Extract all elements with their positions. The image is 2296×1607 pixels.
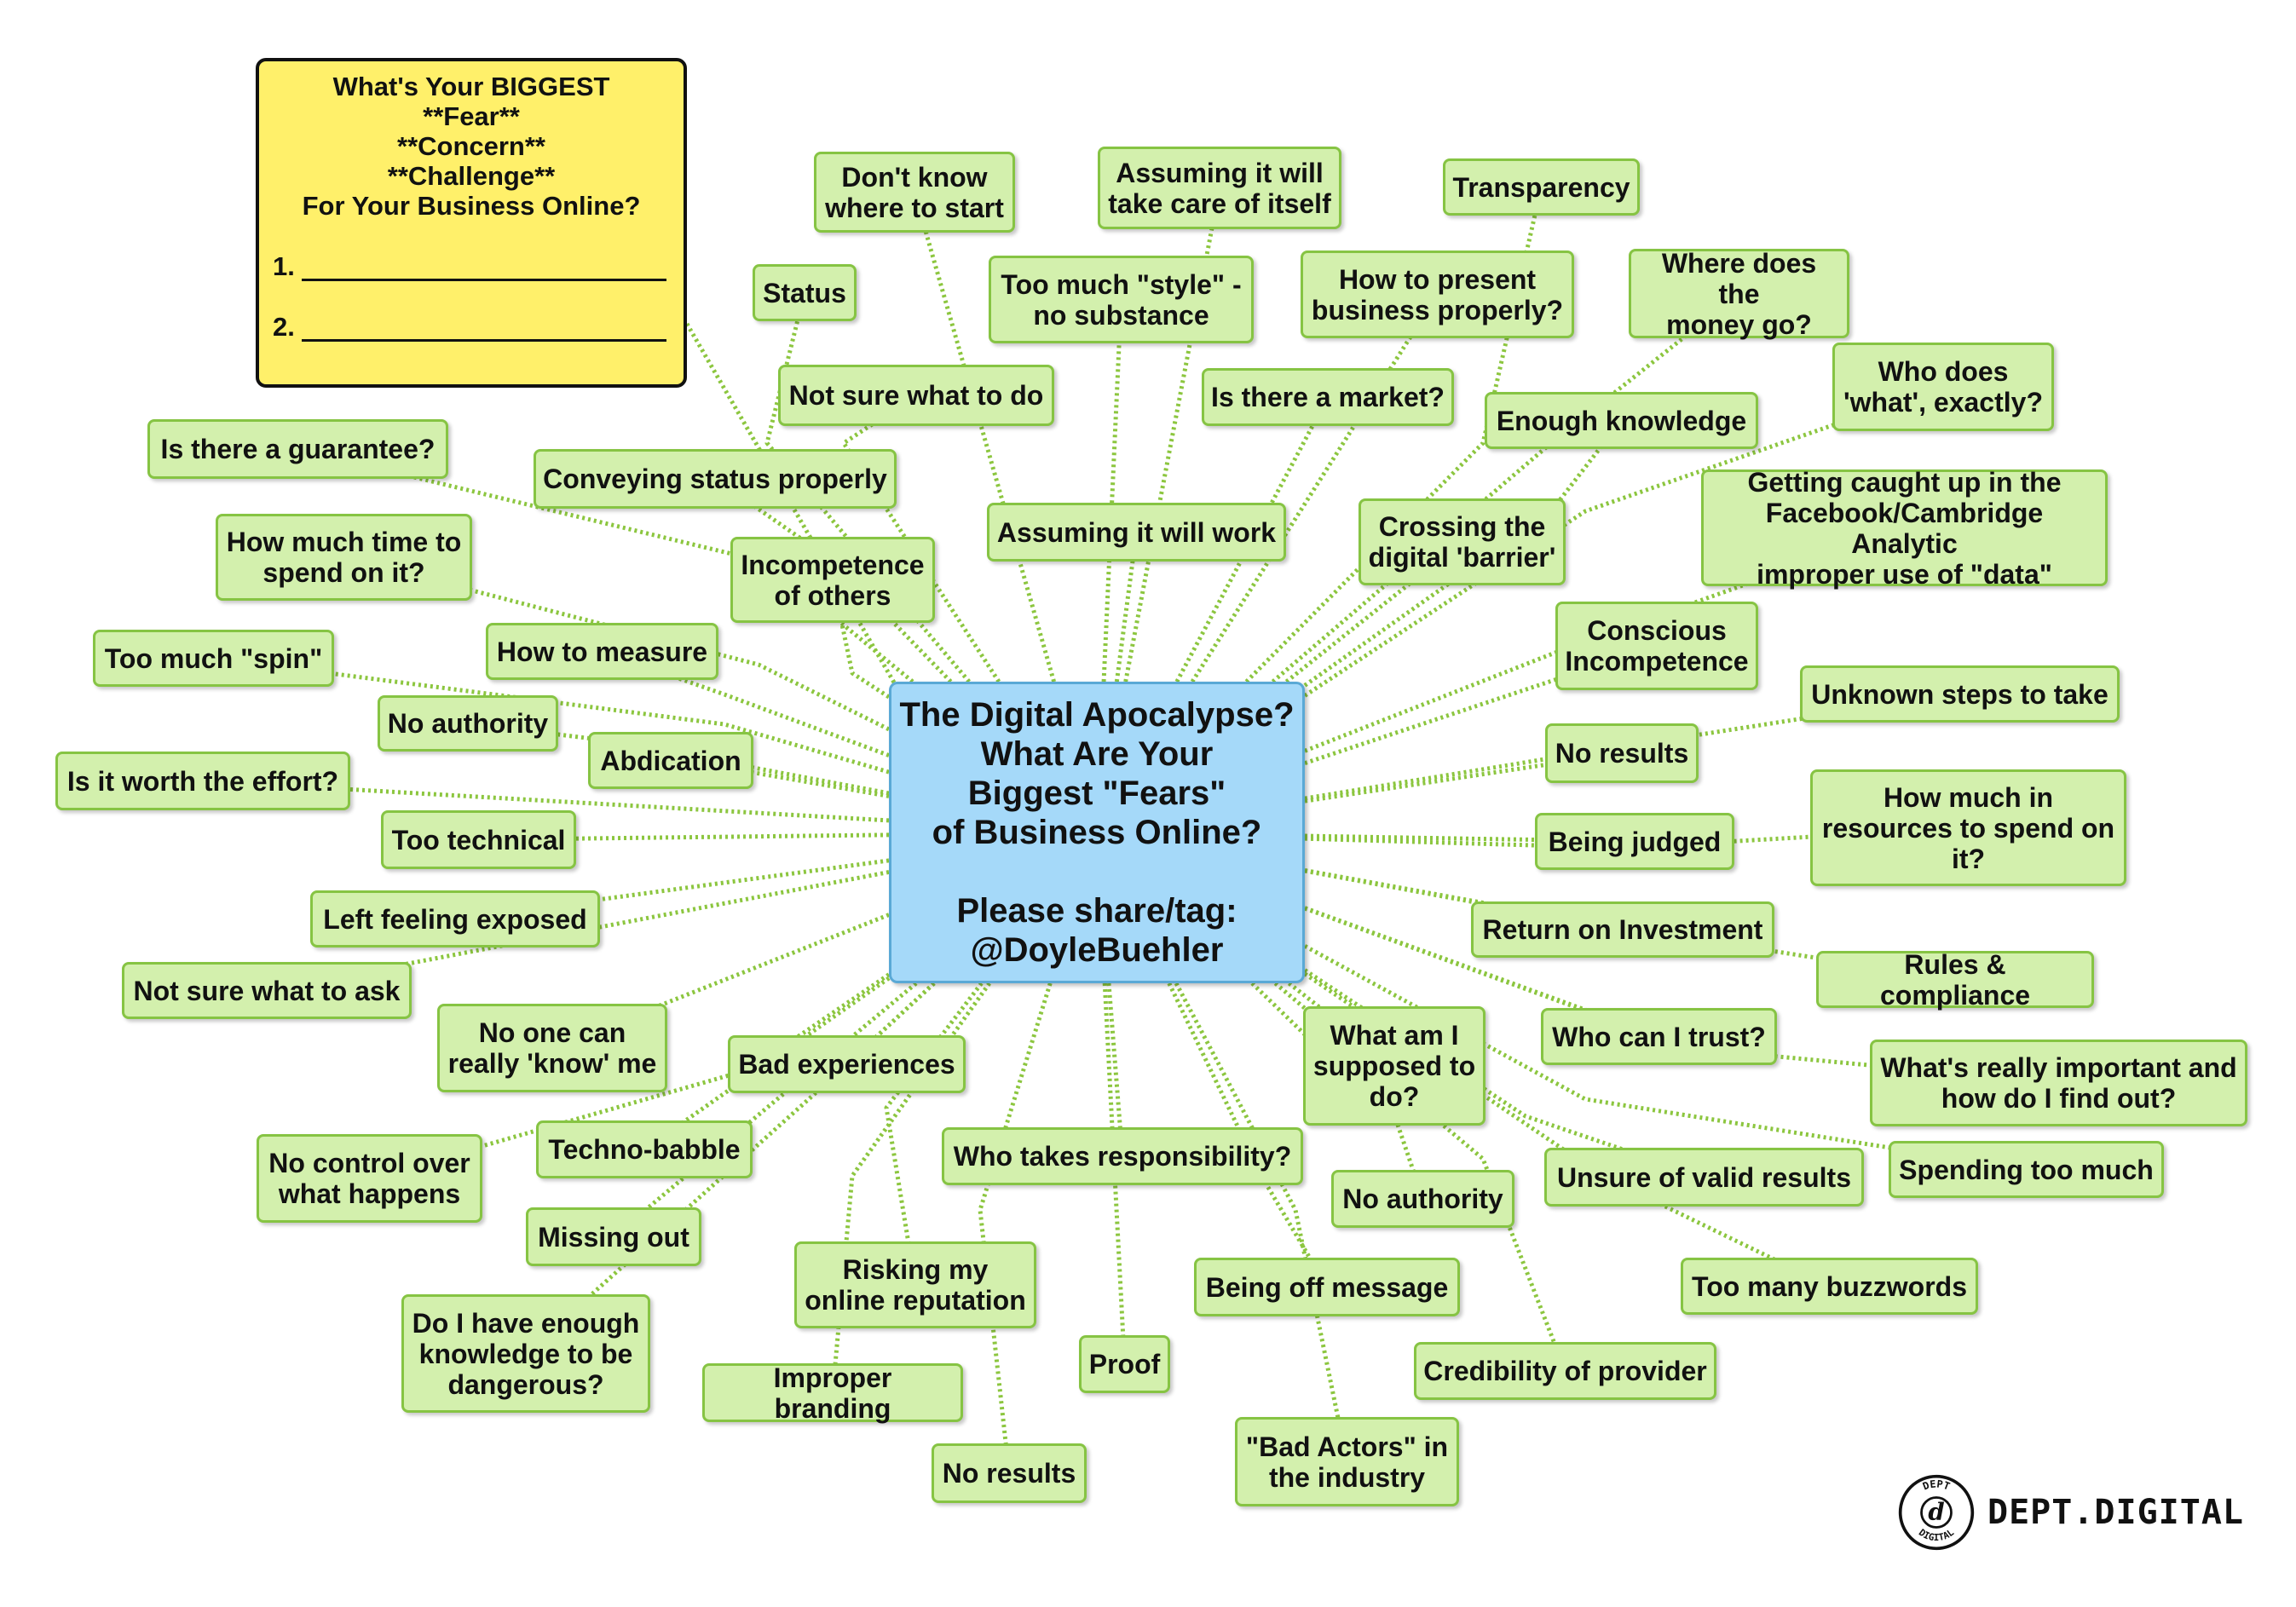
fear-node[interactable]: Spending too much (1889, 1141, 2164, 1198)
connector-line (601, 649, 890, 757)
answer-line-2[interactable]: 2. (273, 312, 670, 342)
logo-mark-bottom-text: DIGITAL (1917, 1527, 1957, 1543)
connector-line (1303, 384, 1944, 698)
connector-line (1303, 418, 1624, 688)
fear-node[interactable]: Status (753, 264, 857, 321)
connector-line (202, 779, 890, 823)
fear-node[interactable]: Missing out (526, 1207, 701, 1266)
fear-node[interactable]: Too many buzzwords (1681, 1258, 1978, 1315)
fear-node[interactable]: Assuming it will work (987, 503, 1286, 562)
fear-node[interactable]: How to measure (486, 623, 718, 680)
connector-line (1167, 982, 1330, 1288)
central-title-line-1: The Digital Apocalypse? (899, 696, 1295, 734)
fear-node[interactable]: How much in resources to spend on it? (1810, 769, 2126, 886)
connector-line (1174, 982, 1349, 1463)
fear-node[interactable]: Proof (1079, 1335, 1170, 1393)
fear-node[interactable]: No control over what happens (257, 1134, 482, 1223)
connector-line (1244, 186, 1543, 683)
fear-node[interactable]: No results (1545, 723, 1699, 783)
fear-node[interactable]: Crossing the digital 'barrier' (1359, 498, 1566, 585)
central-title-line-4: of Business Online? (932, 814, 1262, 851)
fear-node[interactable]: No one can really 'know' me (437, 1004, 667, 1092)
logo-wordmark: DEPT.DIGITAL (1987, 1493, 2244, 1532)
fear-node[interactable]: Assuming it will take care of itself (1098, 147, 1341, 229)
fear-node[interactable]: Credibility of provider (1414, 1342, 1716, 1400)
fear-node[interactable]: How much time to spend on it? (216, 514, 472, 601)
fear-node[interactable]: Conscious Incompetence (1555, 602, 1758, 690)
answer-line-1-number: 1. (273, 251, 295, 281)
fear-node[interactable]: Don't know where to start (814, 152, 1015, 233)
connector-line (1304, 643, 1658, 766)
fear-node[interactable]: Improper branding (702, 1362, 963, 1424)
answer-line-2-rule (302, 314, 666, 342)
fear-node[interactable]: Enough knowledge (1485, 392, 1758, 449)
connector-line (1102, 982, 1127, 1365)
fear-node[interactable]: Is there a market? (1202, 368, 1454, 426)
fear-node[interactable]: Too much "spin" (93, 630, 334, 687)
fear-node[interactable]: Too much "style" - no substance (989, 256, 1254, 343)
question-card-title: What's Your BIGGEST **Fear** **Concern**… (302, 72, 641, 221)
connector-line (978, 982, 1053, 1474)
fear-node[interactable]: Do I have enough knowledge to be dangero… (401, 1294, 650, 1413)
fear-node[interactable]: Is there a guarantee? (147, 419, 448, 479)
connector-line (684, 322, 906, 700)
connector-line (1101, 299, 1123, 683)
fear-node[interactable]: Not sure what to do (778, 365, 1054, 426)
fear-node[interactable]: Techno-babble (536, 1120, 753, 1178)
fear-node[interactable]: Rules & compliance (1816, 949, 2094, 1011)
fear-node[interactable]: Being judged (1535, 813, 1734, 870)
fear-node[interactable]: Where does the money go? (1629, 248, 1849, 340)
answer-line-1[interactable]: 1. (273, 251, 670, 281)
fear-node[interactable]: What's really important and how do I fin… (1870, 1040, 2247, 1126)
fear-node[interactable]: Abdication (588, 732, 753, 789)
central-title-line-3: Biggest "Fears" (967, 775, 1226, 812)
fear-node[interactable]: Incompetence of others (730, 537, 935, 623)
fear-node[interactable]: No results (932, 1443, 1087, 1503)
connector-line (551, 913, 890, 1051)
fear-node[interactable]: Return on Investment (1471, 901, 1774, 958)
connector-line (884, 982, 984, 1286)
fear-node[interactable]: Is it worth the effort? (55, 752, 350, 810)
central-title-line-2: What Are Your (980, 735, 1214, 773)
fear-node[interactable]: Who takes responsibility? (942, 1127, 1303, 1185)
fear-node[interactable]: Conveying status properly (534, 449, 897, 509)
connector-line (764, 291, 972, 683)
fear-node[interactable]: Bad experiences (728, 1035, 966, 1093)
connector-line (912, 191, 1057, 683)
fear-node[interactable]: Too technical (381, 810, 576, 869)
fear-node[interactable]: Not sure what to ask (122, 962, 412, 1019)
fear-node[interactable]: How to present business properly? (1301, 251, 1574, 338)
fear-node[interactable]: No authority (1331, 1170, 1514, 1228)
connector-line (1190, 293, 1439, 683)
fear-node[interactable]: Risking my online reputation (794, 1241, 1036, 1328)
fear-node[interactable]: Unsure of valid results (1544, 1148, 1864, 1207)
connector-line (1271, 291, 1741, 683)
fear-node[interactable]: Who does 'what', exactly? (1832, 343, 2054, 431)
fear-node[interactable]: "Bad Actors" in the industry (1235, 1417, 1459, 1506)
fear-node[interactable]: Left feeling exposed (310, 890, 600, 947)
connector-line (213, 656, 890, 775)
connector-line (343, 555, 891, 732)
fear-node[interactable]: Getting caught up in the Facebook/Cambri… (1701, 467, 2108, 590)
central-topic-node[interactable]: The Digital Apocalypse? What Are Your Bi… (889, 682, 1305, 983)
fear-node[interactable]: Who can I trust? (1541, 1008, 1777, 1065)
answer-line-2-number: 2. (273, 312, 295, 342)
answer-line-1-rule (302, 253, 666, 281)
fear-node[interactable]: What am I supposed to do? (1303, 1006, 1485, 1126)
fear-node[interactable]: Being off message (1194, 1258, 1460, 1316)
svg-text:DIGITAL: DIGITAL (1917, 1527, 1957, 1543)
dept-digital-logo-icon: DEPT DIGITAL d (1898, 1474, 1975, 1551)
logo-mark-letter: d (1928, 1498, 1944, 1526)
fear-node[interactable]: Unknown steps to take (1800, 665, 2120, 723)
central-handle: @DoyleBuehler (970, 931, 1224, 969)
connector-line (1303, 968, 1705, 1179)
question-card: What's Your BIGGEST **Fear** **Concern**… (256, 58, 687, 388)
fear-node[interactable]: No authority (378, 695, 558, 752)
central-share-prompt: Please share/tag: (956, 892, 1237, 930)
fear-node[interactable]: Transparency (1443, 158, 1640, 216)
dept-digital-logo: DEPT DIGITAL d DEPT.DIGITAL (1897, 1470, 2244, 1555)
connector-line (830, 579, 891, 700)
